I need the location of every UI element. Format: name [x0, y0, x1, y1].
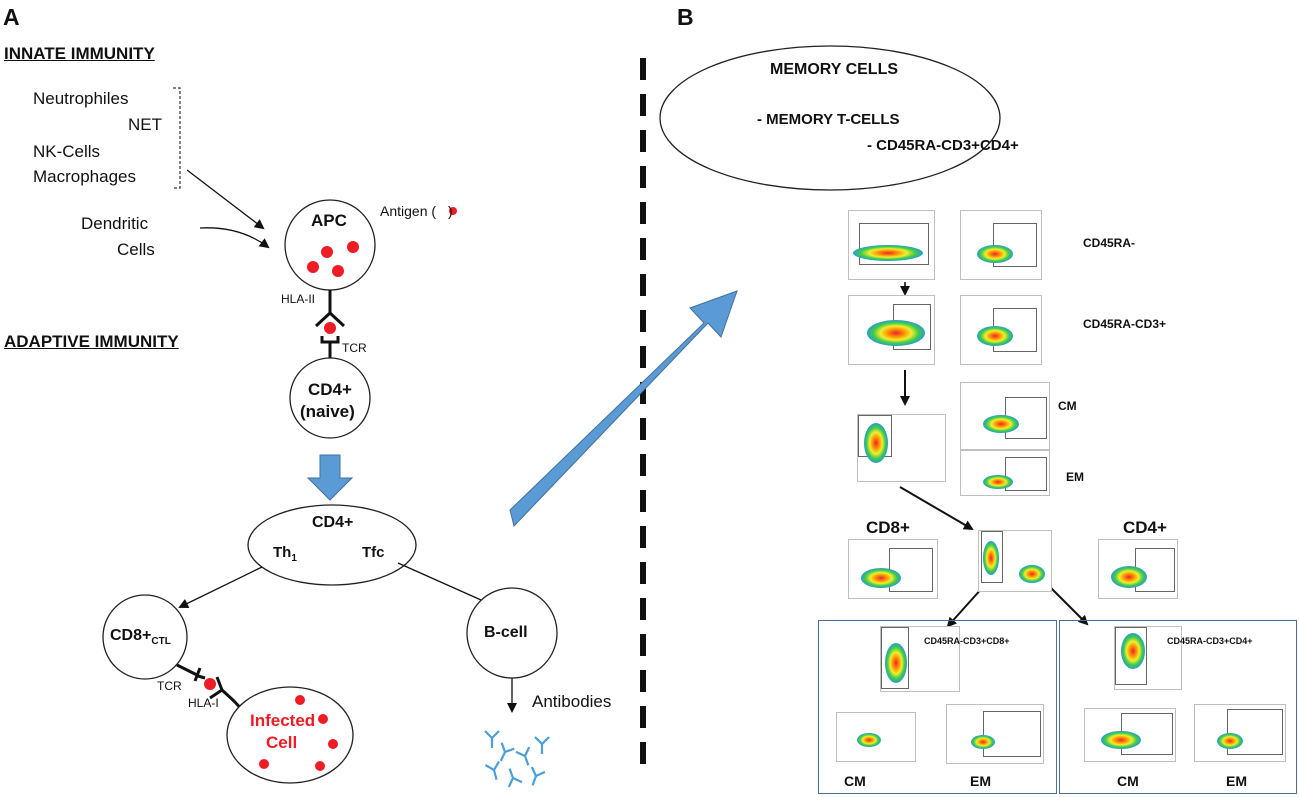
- panel-b-letter: B: [677, 4, 694, 30]
- cd8-ctl-label: CD8+CTL: [110, 628, 171, 647]
- th1-subscript: 1: [291, 553, 297, 564]
- cd8-box-cm: CM: [844, 773, 866, 789]
- memory-marker-label: - CD45RA-CD3+CD4+: [867, 137, 1019, 154]
- presented-antigen-dot: [324, 322, 336, 334]
- hla2-label: HLA-II: [281, 292, 316, 306]
- tcr-top-label: TCR: [342, 341, 367, 355]
- virus-dot: [295, 695, 305, 705]
- cd4-box-em: EM: [1226, 773, 1247, 789]
- infected-label-2: Cell: [266, 733, 298, 752]
- flow-plot-cd4-cd8-split: [978, 530, 1052, 592]
- blue-diagonal-arrow: [509, 290, 738, 528]
- cd4-naive-label-2: (naive): [300, 402, 355, 421]
- hla1-receptor: [209, 676, 248, 716]
- innate-cell-net: NET: [128, 115, 162, 134]
- infected-label-1: Infected: [250, 711, 316, 730]
- cd4-naive-label-1: CD4+: [308, 380, 352, 399]
- arrow-dendritic-to-apc: [199, 227, 270, 249]
- tcr-receptor: [320, 336, 340, 360]
- label-cd8: CD8+: [866, 518, 910, 537]
- flow-plot-cd8: [848, 539, 938, 599]
- innate-cell-neutrophiles: Neutrophiles: [33, 89, 129, 108]
- innate-bracket: [173, 87, 181, 189]
- flow-plot-2b: [960, 295, 1042, 365]
- antibodies-icon: [484, 730, 550, 788]
- flow-plot-cd8-cm: [836, 712, 916, 762]
- cd4-memory-box: [1059, 620, 1297, 794]
- label-cd45ra-cd3: CD45RA-CD3+: [1083, 317, 1167, 331]
- dendritic-label-1: Dendritic: [81, 214, 149, 233]
- apc-label: APC: [311, 211, 347, 230]
- arrow-to-cd8: [178, 566, 263, 608]
- memory-cells-title: MEMORY CELLS: [770, 61, 899, 78]
- flow-plot-cd8-em: [946, 704, 1044, 764]
- th1-label: Th1: [273, 545, 297, 564]
- flow-plot-cd8-cd27: [880, 626, 960, 692]
- flow-plot-cd4-cm: [1084, 708, 1176, 762]
- cd8-circle: [102, 594, 188, 680]
- antigen-dot: [347, 241, 359, 253]
- virus-dot: [328, 739, 338, 749]
- flow-plot-cd4-cd27: [1114, 626, 1182, 690]
- antigen-dot: [321, 246, 333, 258]
- th1-text: Th: [273, 544, 292, 561]
- cd4-naive-circle: [289, 357, 371, 439]
- virus-dot: [315, 761, 325, 771]
- cd8-memory-box: [818, 620, 1057, 794]
- flow-plot-3b: [960, 382, 1050, 450]
- cd8-text: CD8+: [110, 627, 152, 644]
- arrow-to-bcell: [397, 562, 492, 606]
- hla2-receptor: [314, 290, 346, 328]
- cd8-box-title: CD45RA-CD3+CD8+: [924, 636, 1010, 646]
- antigen-legend: Antigen (): [380, 204, 453, 218]
- flow-plot-1b: [960, 210, 1042, 280]
- cd8-box-em: EM: [970, 773, 991, 789]
- tcr-cd8-receptor: [176, 663, 206, 682]
- flow-plot-2a: [848, 295, 935, 365]
- label-cd45ra-neg: CD45RA-: [1083, 236, 1136, 250]
- cd4-main-label: CD4+: [312, 514, 354, 531]
- virus-dot: [259, 759, 269, 769]
- tfc-label: Tfc: [362, 544, 385, 561]
- memory-t-cells-label: - MEMORY T-CELLS: [757, 111, 900, 128]
- cd4-box-title: CD45RA-CD3+CD4+: [1167, 636, 1253, 646]
- cd4-ellipse: [247, 504, 417, 586]
- presented-antigen-dot-2: [204, 678, 216, 690]
- virus-dot: [318, 714, 328, 724]
- antigen-dot: [332, 265, 344, 277]
- label-cd4: CD4+: [1123, 518, 1167, 537]
- flow-plot-1a: [848, 210, 935, 280]
- antigen-dot: [307, 261, 319, 273]
- innate-cell-macrophages: Macrophages: [33, 167, 137, 186]
- flow-plot-3a: [857, 414, 946, 482]
- flow-plot-cd4: [1098, 539, 1178, 599]
- antigen-legend-dot: [449, 207, 457, 215]
- antibodies-label: Antibodies: [532, 692, 612, 711]
- label-cm-top: CM: [1058, 399, 1077, 413]
- bcell-label: B-cell: [484, 624, 528, 641]
- flow-plot-3c: [960, 450, 1050, 496]
- blue-down-arrow: [306, 454, 354, 501]
- infected-cell: [226, 686, 354, 784]
- antigen-legend-close: ): [448, 203, 453, 219]
- adaptive-immunity-header: ADAPTIVE IMMUNITY: [4, 332, 179, 351]
- dendritic-label-2: Cells: [117, 240, 155, 259]
- innate-cell-nk: NK-Cells: [33, 142, 101, 161]
- memory-cells-ellipse: [659, 45, 1001, 191]
- innate-immunity-header: INNATE IMMUNITY: [4, 44, 155, 63]
- cd8-subscript: CTL: [151, 636, 171, 648]
- arrow-innate-to-apc: [186, 169, 265, 230]
- flow-arrow-3: [899, 486, 974, 531]
- panel-a-letter: A: [3, 4, 20, 30]
- tcr-bottom-label: TCR: [157, 679, 182, 693]
- hla1-label: HLA-I: [188, 696, 219, 710]
- flow-plot-cd4-em: [1194, 704, 1286, 762]
- cd4-box-cm: CM: [1117, 773, 1139, 789]
- antigen-legend-text: Antigen (: [380, 203, 437, 219]
- label-em-top: EM: [1066, 470, 1084, 484]
